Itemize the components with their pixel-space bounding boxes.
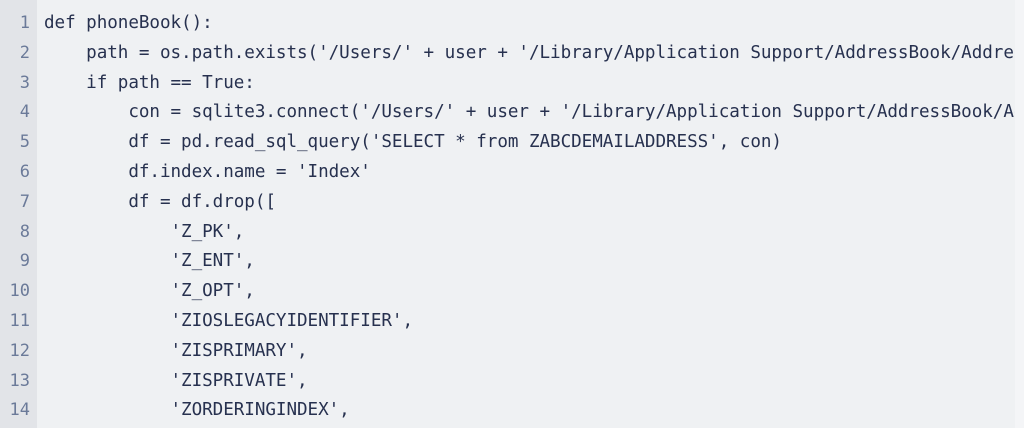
code-line[interactable]: 'ZORDERINGINDEX', <box>44 400 350 421</box>
line-number: 1 <box>19 13 30 33</box>
line-number: 9 <box>19 251 30 272</box>
line-number: 4 <box>19 102 30 123</box>
line-number: 14 <box>9 400 30 421</box>
line-number: 3 <box>19 72 30 93</box>
line-number: 8 <box>19 221 30 242</box>
code-line[interactable]: def phoneBook(): <box>44 13 213 33</box>
code-line[interactable]: 'Z_ENT', <box>44 251 255 272</box>
code-line[interactable]: df = pd.read_sql_query('SELECT * from ZA… <box>44 132 782 153</box>
code-line[interactable]: if path == True: <box>44 72 255 93</box>
code-line[interactable]: 'Z_OPT', <box>44 281 255 302</box>
line-number: 11 <box>9 310 30 331</box>
code-line[interactable]: path = os.path.exists('/Users/' + user +… <box>86 42 1024 63</box>
code-line[interactable]: df = df.drop([ <box>44 191 276 212</box>
line-number: 13 <box>9 370 30 391</box>
code-line[interactable]: 'Z_PK', <box>44 221 245 242</box>
code-content-area[interactable]: def phoneBook(): path = os.path.exists('… <box>37 0 1024 428</box>
line-number: 10 <box>9 281 30 302</box>
line-number: 2 <box>19 42 30 63</box>
code-line[interactable]: 'ZISPRIMARY', <box>44 340 308 361</box>
line-number: 7 <box>19 191 30 212</box>
code-line[interactable]: df.index.name = 'Index' <box>44 161 371 182</box>
code-line[interactable]: 'ZIOSLEGACYIDENTIFIER', <box>44 310 414 331</box>
code-line[interactable]: 'ZISPRIVATE', <box>44 370 308 391</box>
line-number: 6 <box>19 161 30 182</box>
code-line[interactable]: con = sqlite3.connect('/Users/' + user +… <box>128 102 1024 123</box>
line-number: 12 <box>9 340 30 361</box>
line-number: 5 <box>19 132 30 153</box>
